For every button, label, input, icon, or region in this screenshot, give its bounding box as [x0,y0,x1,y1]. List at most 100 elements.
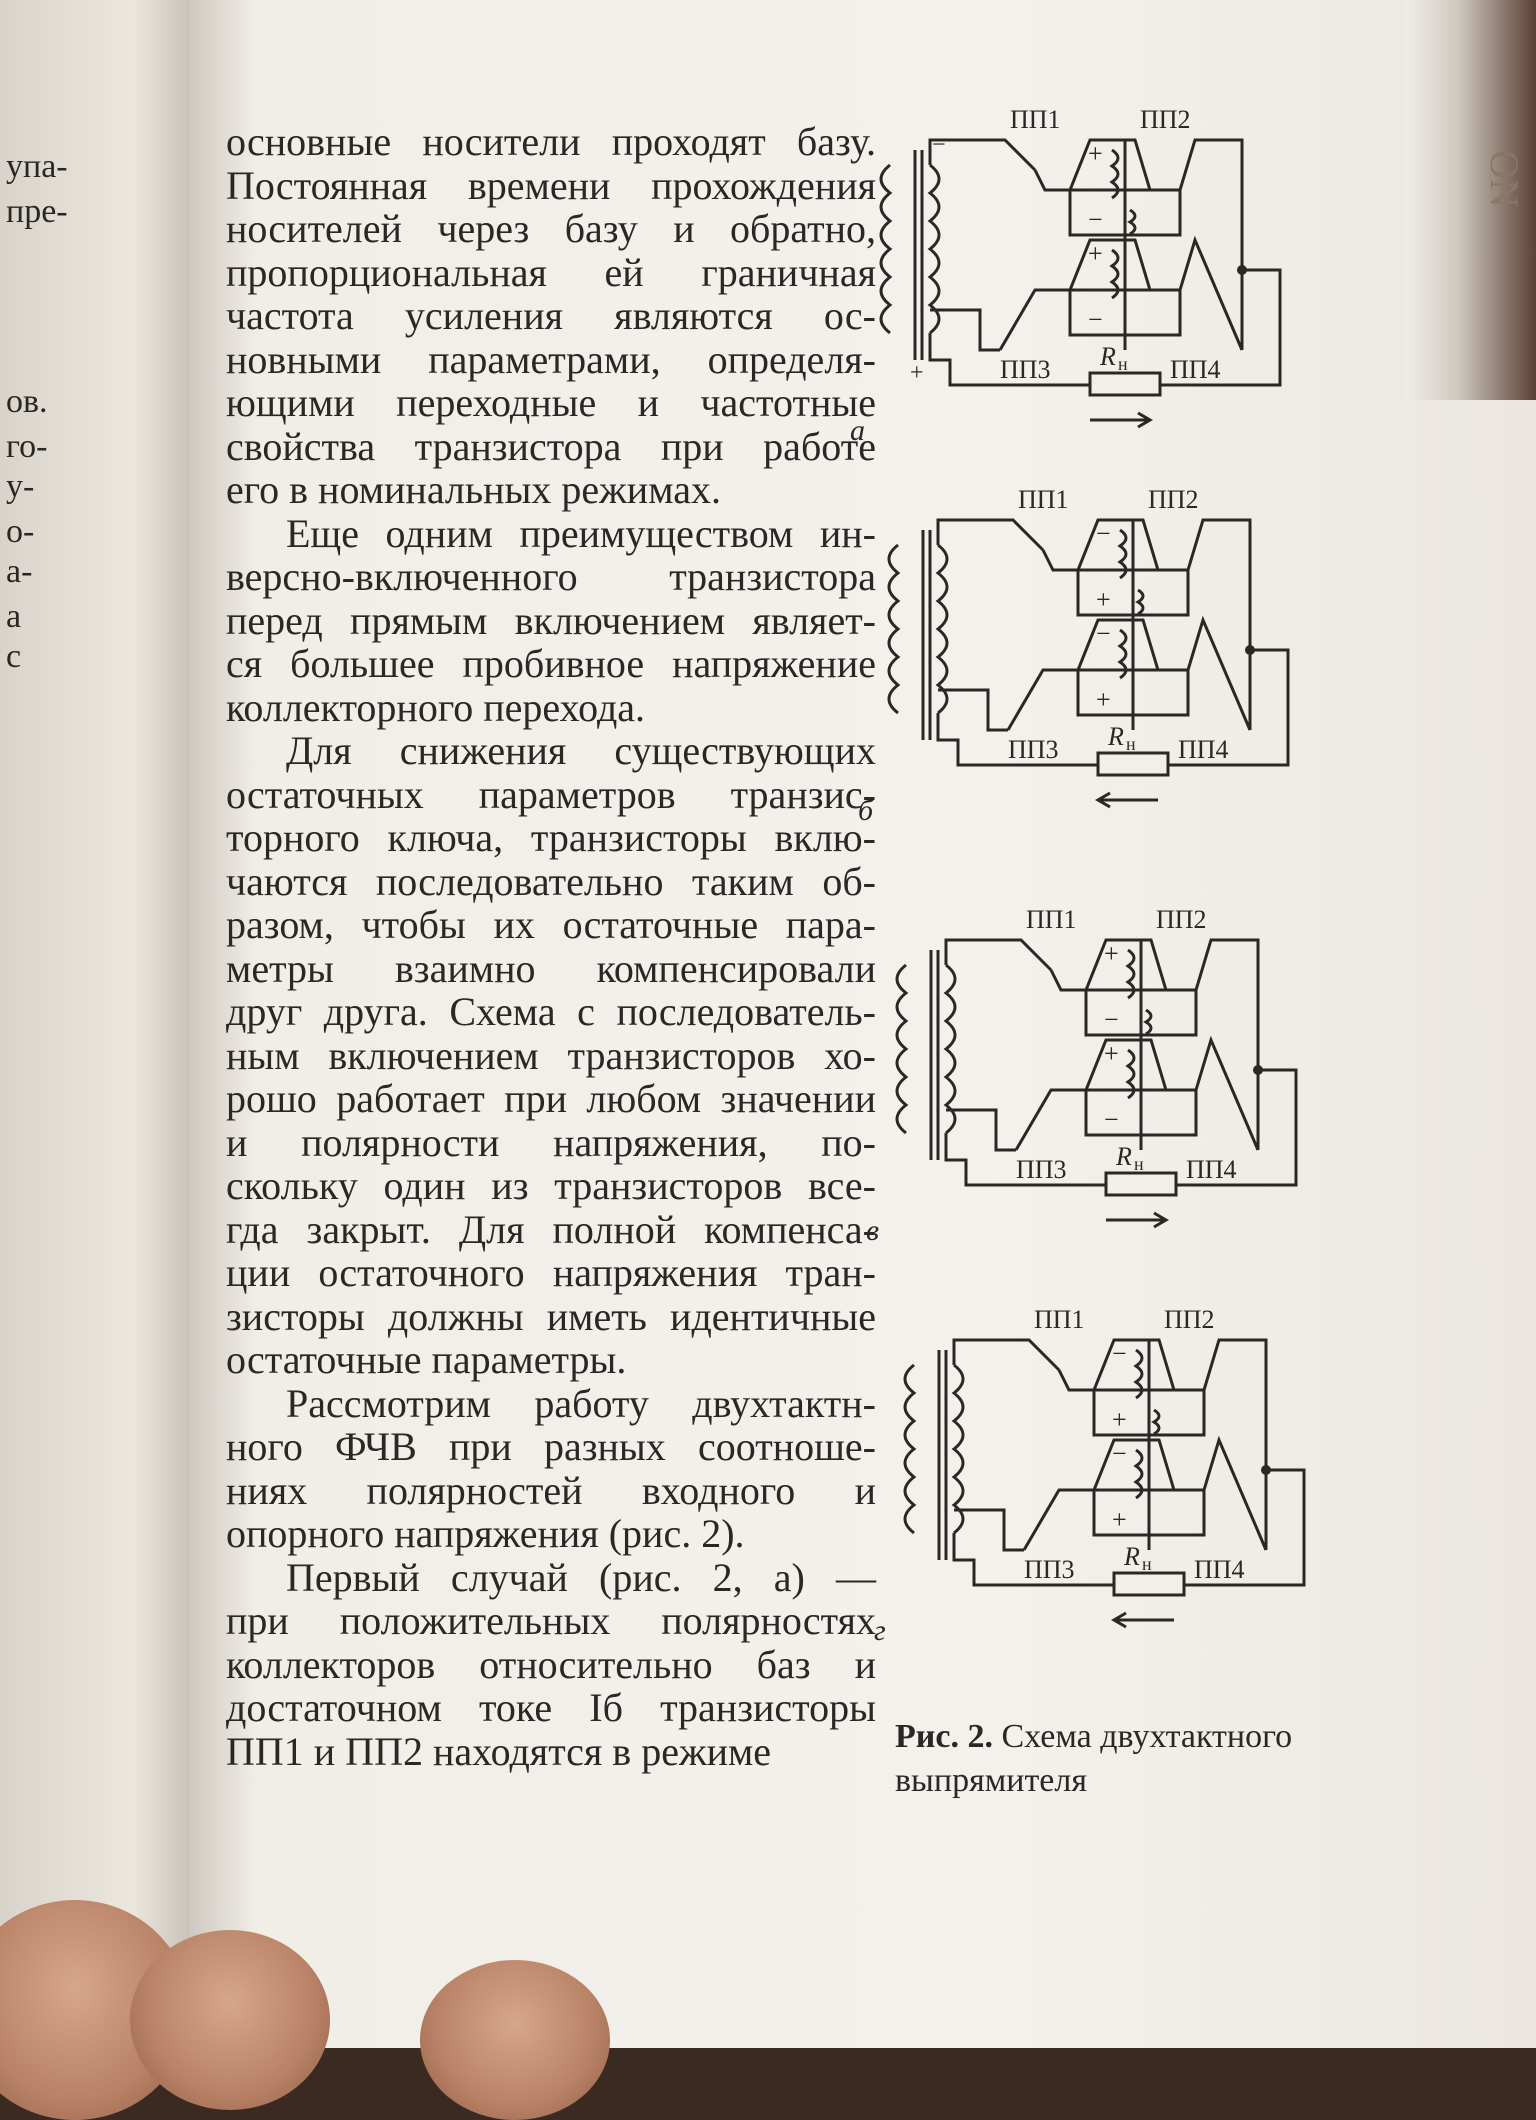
text-line: остаточных параметров транзис- [226,771,876,817]
current-arrow [1090,411,1153,429]
text-line: ниях полярностей входного и [226,1467,876,1513]
load-resistor [1096,751,1170,777]
polarity-sign: + [1104,1039,1119,1068]
paragraph: Первый случай (рис. 2, а) —при положител… [226,1555,876,1774]
coupling-coil [1127,208,1137,236]
text-line: при положительных полярностях [226,1598,876,1643]
primary-winding [903,1363,917,1535]
polarity-sign: − [1096,519,1111,548]
text-line: версно-включенного транзистора [226,554,876,599]
wire [928,138,1037,172]
load-resistor [1088,371,1162,397]
text-line: опорного напряжения (рис. 2). [226,1511,745,1556]
polarity-sign: + [1088,139,1103,168]
body-text: основные носители проходят базу.Постоянн… [226,120,876,1773]
wire [936,648,1290,767]
panel-letter: г [874,1614,886,1647]
wire [930,308,1000,352]
wire [952,1338,1061,1372]
coupling-coil [1151,1408,1161,1436]
arrow-head [1111,1611,1127,1629]
coupling-coil [1143,1008,1153,1036]
base-coil [1109,248,1120,300]
polarity-sign: − [932,132,946,158]
text-line: ющими переходные и частотные [226,380,876,425]
current-arrow [1106,1211,1169,1229]
coupling-coil [1135,588,1145,616]
text-line: ПП1 и ПП2 находятся в режиме [226,1728,772,1774]
label-rn: R [1123,1542,1140,1571]
caption-text: Схема двухтактного выпрямителя [895,1718,1293,1799]
text-line: основные носители проходят базу. [226,119,876,164]
text-line: пропорциональная ей граничная [226,249,876,295]
left-page-fragment: с [6,638,22,675]
text-line: Рассмотрим работу двухтактн- [286,1380,876,1426]
label-pp2: ПП2 [1164,1310,1215,1334]
text-line: ного ФЧВ при разных соотноше- [226,1424,876,1469]
polarity-sign: − [1112,1339,1127,1368]
background-book-edge: ON [1406,0,1536,400]
text-line: коллекторного перехода. [226,684,646,730]
base-coil [1109,148,1120,200]
transistor-base-box [1092,1488,1206,1537]
left-page-fragment: а- [6,553,33,590]
polarity-sign: − [1104,1005,1119,1034]
current-arrow [1095,791,1158,809]
text-line: скольку один из транзисторов все- [226,1163,876,1208]
panel-letter: а [850,414,865,447]
label-pp4: ПП4 [1170,355,1221,384]
polarity-sign: + [1096,685,1111,714]
label-rn: R [1115,1142,1132,1171]
base-coil [1133,1348,1144,1400]
label-rn-subscript: н [1142,1554,1152,1574]
text-line: рошо работает при любом значении [226,1076,876,1121]
paragraph: Еще одним преимуществом ин-версно-включе… [226,510,876,730]
text-line: торного ключа, транзисторы вклю- [226,815,876,860]
text-line: Постоянная времени прохождения [226,162,876,208]
transistor-pair-top [1041,518,1252,730]
text-line: чаются последовательно таким об- [226,858,876,904]
current-arrow [1111,1611,1174,1629]
wire [936,518,1045,552]
base-coil [1125,948,1136,1000]
transistor-base-box [1084,1088,1198,1137]
load-resistor [1104,1171,1178,1197]
circuit-wires [879,138,1282,397]
paragraph: основные носители проходят базу.Постоянн… [226,120,876,512]
finger [130,1930,330,2110]
polarity-sign: + [1104,939,1119,968]
arrow-head [1153,1211,1169,1229]
arrow-head [1137,411,1153,429]
label-pp1: ПП1 [1018,490,1069,514]
polarity-sign: + [1112,1405,1127,1434]
junction-dot [1245,645,1255,655]
text-line: свойства транзистора при работе [226,423,876,469]
secondary-winding [951,1363,965,1535]
primary-winding [895,963,909,1135]
label-pp1: ПП1 [1034,1310,1085,1334]
circuit-wires [903,1338,1306,1597]
circuit-wires [895,938,1298,1197]
text-line: коллекторов относительно баз и [226,1641,876,1687]
label-pp2: ПП2 [1156,910,1207,934]
label-rn: R [1099,342,1116,371]
book-page: основные носители проходят базу.Постоянн… [190,0,1536,2048]
junction-dot [1237,265,1247,275]
paragraph: Рассмотрим работу двухтактн-ного ФЧВ при… [226,1380,876,1556]
text-line: гда закрыт. Для полной компенса- [226,1206,876,1252]
secondary-winding [927,163,941,335]
left-page-fragment: упа- [6,148,68,185]
junction-dot [1253,1065,1263,1075]
text-line: Еще одним преимуществом ин- [286,510,876,556]
base-coil [1125,1048,1136,1100]
left-page-fragment: у- [6,468,35,505]
left-page-fragment: о- [6,513,35,550]
wire [938,688,1008,732]
text-line: метры взаимно компенсировали [226,945,876,991]
load-resistor [1112,1571,1186,1597]
transistor-pair-bottom [1022,1435,1268,1551]
